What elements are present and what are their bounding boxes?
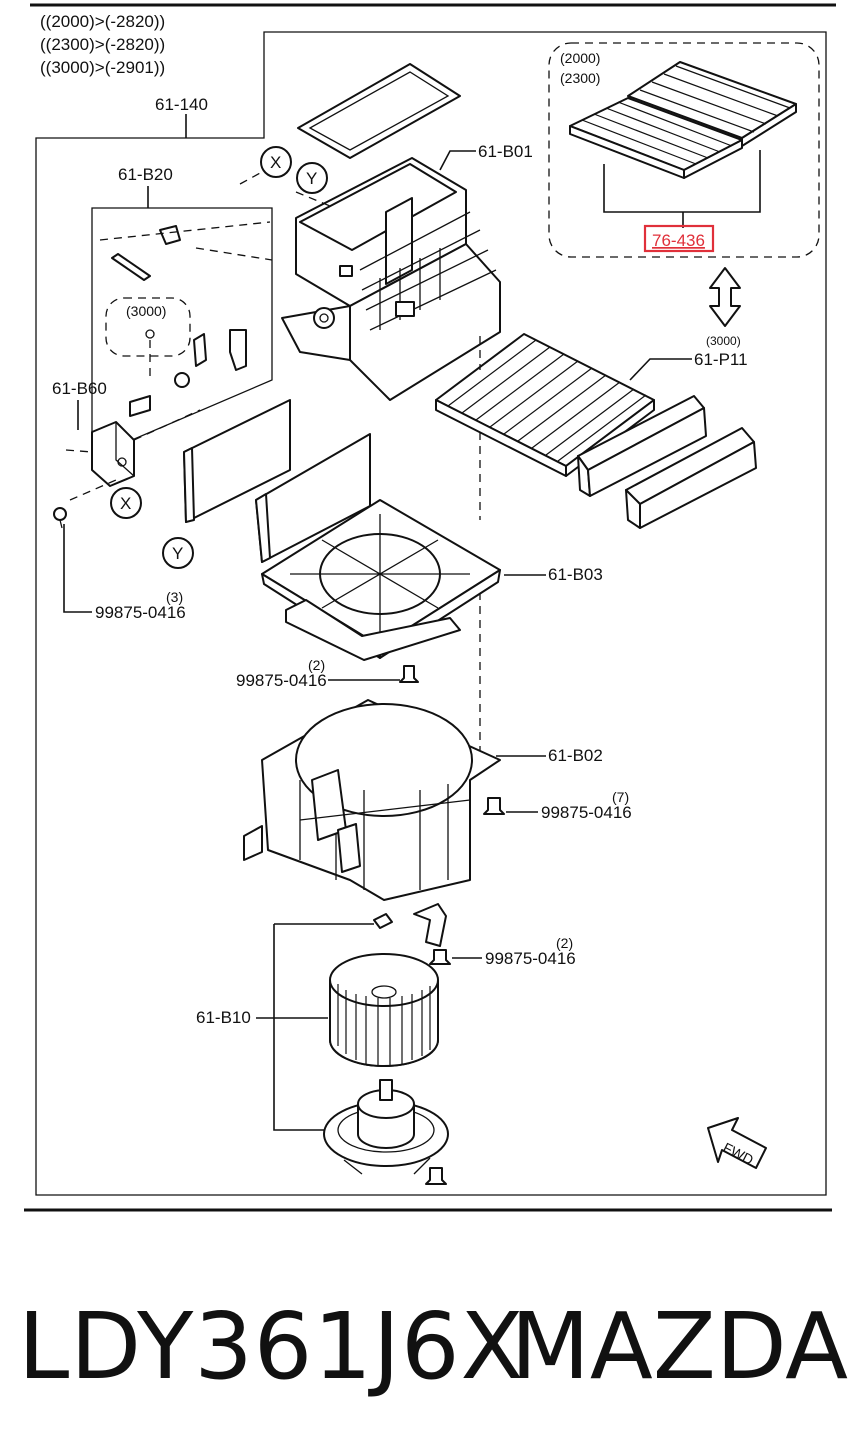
marker-x-top	[260, 146, 292, 178]
label-61-b60[interactable]: 61-B60	[52, 379, 107, 398]
header-note-2: ((2300)>(-2820))	[40, 35, 165, 54]
dash-actuator	[65, 409, 201, 501]
dash-linkage	[99, 221, 273, 376]
filter-inset-box	[548, 42, 820, 258]
linkage-box	[91, 207, 273, 441]
pleated-filter-61-p11	[435, 333, 655, 477]
manufacturer-text: MAZDA	[510, 1293, 849, 1400]
linkage-parts	[111, 225, 247, 417]
screw-3-part[interactable]: 99875-0416	[95, 603, 186, 622]
filter-frame-2	[625, 427, 757, 529]
marker-y-top-label: Y	[306, 169, 317, 188]
screw-icon-bottom	[425, 1167, 447, 1185]
linkage-3000-box	[105, 297, 191, 357]
screw-3-qty: (3)	[166, 589, 183, 605]
label-3000-filter: (3000)	[706, 334, 741, 348]
screw-2b-qty: (2)	[556, 935, 573, 951]
marker-x-left-label: X	[120, 494, 131, 513]
cabin-filter-pair	[569, 61, 797, 179]
marker-x-left	[110, 487, 142, 519]
callout-61-b01	[439, 150, 476, 171]
dash-xy-top	[239, 171, 331, 207]
filter-ref-label[interactable]: 76-436	[652, 231, 705, 250]
screw-2a-part[interactable]: 99875-0416	[236, 671, 327, 690]
screw-icon-7	[483, 797, 505, 815]
screw-icon-2b	[429, 949, 451, 965]
callout-screw-3	[63, 524, 92, 613]
bracket-clip	[413, 903, 447, 947]
label-3000-linkage: (3000)	[126, 303, 166, 319]
inset-label-2000: (2000)	[560, 50, 600, 66]
screw-icon	[53, 507, 67, 529]
upper-case-61-b01	[281, 157, 501, 401]
fwd-arrow-icon: FWD	[707, 1117, 767, 1169]
filter-pleats	[581, 65, 791, 165]
case-61-b03	[261, 499, 501, 661]
screw-icon-2	[399, 665, 419, 683]
label-61-b10[interactable]: 61-B10	[196, 1008, 251, 1027]
marker-x-top-label: X	[270, 153, 281, 172]
filter-ref-highlight	[643, 224, 715, 253]
marker-y-left-label: Y	[172, 544, 183, 563]
air-door-1	[183, 399, 291, 523]
blower-motor	[323, 1079, 449, 1175]
label-61-b01[interactable]: 61-B01	[478, 142, 533, 161]
filter-frame-1	[577, 395, 707, 497]
label-61-140[interactable]: 61-140	[155, 95, 208, 114]
screw-2b-part[interactable]: 99875-0416	[485, 949, 576, 968]
callout-61-p11	[629, 358, 692, 381]
label-61-b02[interactable]: 61-B02	[548, 746, 603, 765]
screw-2a-qty: (2)	[308, 657, 325, 673]
double-arrow-icon	[709, 267, 741, 327]
part-number-text: LDY361J6X	[18, 1293, 525, 1400]
header-note-3: ((3000)>(-2901))	[40, 58, 165, 77]
outer-frame	[35, 31, 827, 1196]
seal-gasket	[297, 63, 461, 159]
marker-y-top	[296, 162, 328, 194]
actuator-61-b60	[91, 421, 135, 487]
marker-y-left	[162, 537, 194, 569]
inset-label-2300: (2300)	[560, 70, 600, 86]
screw-7-part[interactable]: 99875-0416	[541, 803, 632, 822]
blower-housing-61-b02	[243, 699, 501, 901]
rivet-icon	[373, 913, 393, 929]
blower-fan-wheel	[329, 953, 439, 1067]
callout-61-b10	[256, 923, 374, 1131]
header-note-1: ((2000)>(-2820))	[40, 12, 165, 31]
label-61-b20[interactable]: 61-B20	[118, 165, 173, 184]
screw-7-qty: (7)	[612, 789, 629, 805]
label-61-b03[interactable]: 61-B03	[548, 565, 603, 584]
footer-caption: LDY361J6X MAZDA	[0, 1282, 864, 1412]
label-61-p11[interactable]: 61-P11	[694, 350, 748, 369]
